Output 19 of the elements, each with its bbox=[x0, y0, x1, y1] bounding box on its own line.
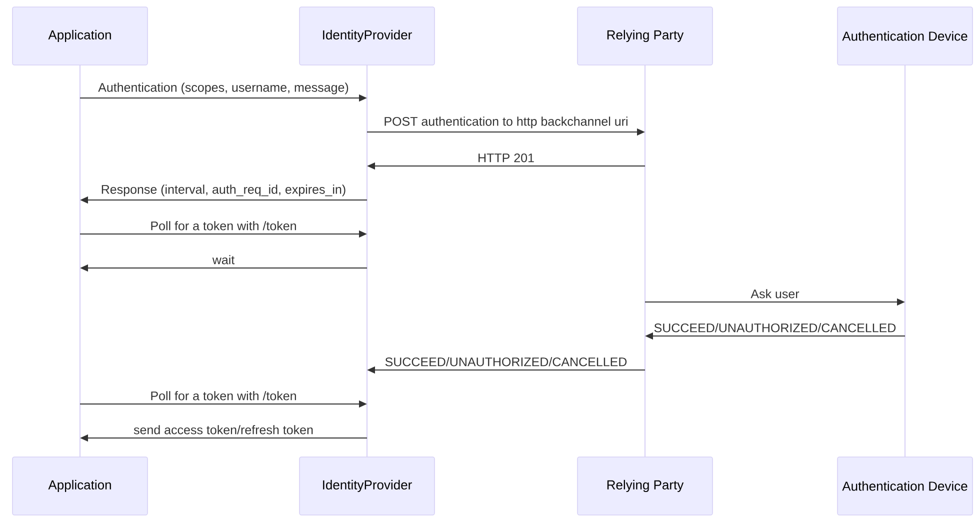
participant-box: Relying Party bbox=[577, 6, 713, 66]
edge-label: Poll for a token with /token bbox=[151, 221, 296, 230]
edge-label: Poll for a token with /token bbox=[151, 391, 296, 400]
edge-label: Response (interval, auth_req_id, expires_in) bbox=[102, 184, 346, 196]
edge-label: send access token/refresh token bbox=[134, 425, 313, 434]
edge-label: POST authentication to http backchannel uri bbox=[384, 116, 628, 128]
edge-label: HTTP 201 bbox=[478, 153, 534, 162]
participant-box: Relying Party bbox=[577, 456, 713, 516]
edge-label: Ask user bbox=[750, 289, 800, 298]
edge-label: SUCCEED/UNAUTHORIZED/CANCELLED bbox=[654, 323, 896, 332]
edge-label: wait bbox=[212, 255, 235, 264]
participant-box: Application bbox=[12, 456, 148, 516]
participant-box: Authentication Device bbox=[837, 6, 973, 66]
edge-label: Authentication (scopes, username, message) bbox=[98, 82, 348, 94]
edge-label: SUCCEED/UNAUTHORIZED/CANCELLED bbox=[385, 357, 627, 366]
participant-box: IdentityProvider bbox=[299, 456, 435, 516]
participant-box: Authentication Device bbox=[837, 456, 973, 516]
participant-box: IdentityProvider bbox=[299, 6, 435, 66]
participant-box: Application bbox=[12, 6, 148, 66]
